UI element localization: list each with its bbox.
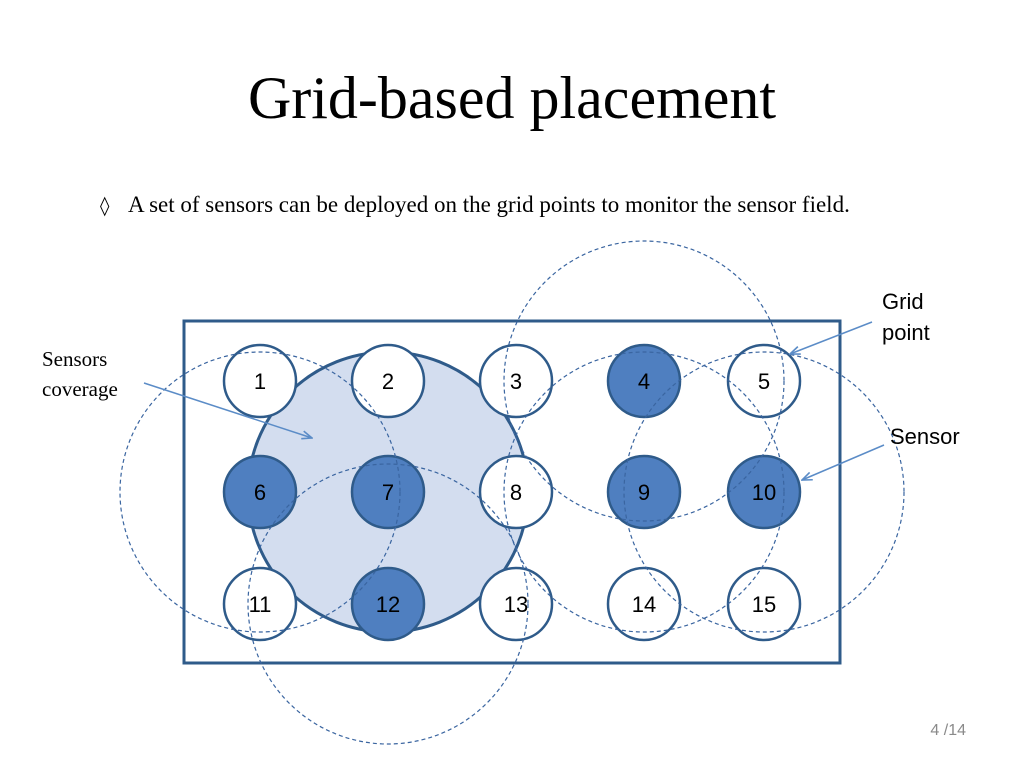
page-number: 4 /14 [930, 722, 966, 739]
sensors-coverage-arrow [143, 382, 312, 438]
grid-point-11: 11 [222, 566, 298, 642]
grid-point-number: 3 [510, 369, 522, 394]
grid-point-label: Grid point [882, 289, 930, 345]
sensor-9-coverage-circle [503, 351, 785, 633]
sensor-12-coverage-circle [247, 463, 529, 745]
grid-point-number: 12 [376, 592, 400, 617]
sensor-node-6: 6 [222, 454, 298, 530]
diamond-bullet-icon: ◊ [100, 195, 110, 217]
dashed-coverage-layer [119, 240, 905, 745]
sensor-arrow [802, 444, 885, 480]
sensors-coverage-label: Sensors coverage [42, 347, 118, 401]
sensor-node-9: 9 [606, 454, 682, 530]
grid-point-number: 15 [752, 592, 776, 617]
grid-point-1: 1 [222, 343, 298, 419]
sensor-node-12: 12 [350, 566, 426, 642]
grid-point-13: 13 [478, 566, 554, 642]
sensor-10-coverage-circle [623, 351, 905, 633]
grid-point-number: 7 [382, 480, 394, 505]
sensor-node-10: 10 [726, 454, 802, 530]
sensor-node-7: 7 [350, 454, 426, 530]
grid-point-number: 8 [510, 480, 522, 505]
grid-point-number: 11 [249, 592, 272, 617]
bullet-text: A set of sensors can be deployed on the … [128, 192, 850, 217]
sensor-field-frame [182, 319, 842, 665]
grid-point-5: 5 [726, 343, 802, 419]
grid-point-number: 2 [382, 369, 394, 394]
grid-point-number: 5 [758, 369, 770, 394]
sensor-node-4: 4 [606, 343, 682, 419]
grid-point-number: 6 [254, 480, 266, 505]
grid-point-label-line2: point [882, 320, 930, 345]
grid-point-number: 4 [638, 369, 650, 394]
sensor-4-coverage-circle [503, 240, 785, 522]
grid-point-label-line1: Grid [882, 289, 924, 314]
grid-point-number: 13 [504, 592, 528, 617]
grid-point-number: 14 [632, 592, 656, 617]
grid-point-number: 9 [638, 480, 650, 505]
bullet-point: ◊ A set of sensors can be deployed on the… [100, 190, 980, 221]
sensors-coverage-label-line2: coverage [42, 377, 118, 401]
grid-point-14: 14 [606, 566, 682, 642]
grid-point-number: 10 [752, 480, 776, 505]
grid-point-number: 1 [254, 369, 266, 394]
sensor-label: Sensor [890, 424, 960, 449]
grid-point-arrow [790, 321, 873, 354]
slide-title: Grid-based placement [247, 65, 777, 131]
grid-point-3: 3 [478, 343, 554, 419]
grid-point-8: 8 [478, 454, 554, 530]
grid-point-2: 2 [350, 343, 426, 419]
sensor-6-coverage-circle [119, 351, 401, 633]
sensors-coverage-label-line1: Sensors [42, 347, 107, 371]
